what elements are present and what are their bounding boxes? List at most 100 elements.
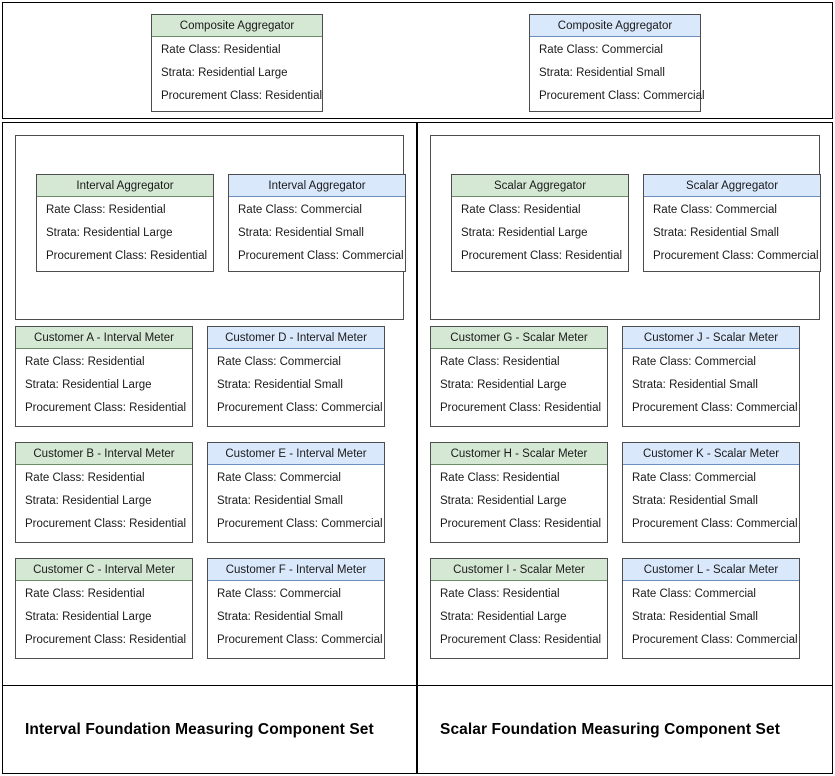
card-attr-rate-class: Rate Class: Residential (25, 472, 145, 484)
card-attr-procurement-class: Procurement Class: Residential (25, 402, 187, 414)
card-attr-procurement-class: Procurement Class: Residential (25, 634, 187, 646)
card-header: Customer C - Interval Meter (16, 559, 192, 581)
customer-meter-card-d[interactable]: Customer D - Interval Meter Rate Class: … (207, 326, 385, 427)
customer-meter-card-k[interactable]: Customer K - Scalar Meter Rate Class: Co… (622, 442, 800, 543)
card-attr-strata: Strata: Residential Small (539, 67, 665, 79)
interval-meters-region: Customer A - Interval Meter Rate Class: … (15, 326, 404, 674)
card-attr-procurement-class: Procurement Class: Commercial (539, 90, 705, 102)
customer-meter-card-i[interactable]: Customer I - Scalar Meter Rate Class: Re… (430, 558, 608, 659)
card-attr-rate-class: Rate Class: Commercial (238, 204, 362, 216)
card-attr-rate-class: Rate Class: Commercial (632, 472, 756, 484)
card-body: Rate Class: Residential Strata: Resident… (431, 465, 607, 538)
card-attr-rate-class: Rate Class: Residential (46, 204, 166, 216)
card-attr-procurement-class: Procurement Class: Commercial (217, 518, 383, 530)
card-header: Customer E - Interval Meter (208, 443, 384, 465)
interval-aggregator-frame: Interval Aggregator Rate Class: Resident… (15, 135, 406, 320)
card-attr-strata: Strata: Residential Small (217, 611, 343, 623)
card-attr-procurement-class: Procurement Class: Residential (440, 402, 602, 414)
card-attr-procurement-class: Procurement Class: Commercial (632, 634, 798, 646)
meter-row: Customer A - Interval Meter Rate Class: … (15, 326, 404, 427)
card-header: Customer K - Scalar Meter (623, 443, 799, 465)
card-attr-strata: Strata: Residential Large (25, 379, 152, 391)
interval-aggregator-commercial-card[interactable]: Interval Aggregator Rate Class: Commerci… (228, 174, 406, 272)
card-attr-strata: Strata: Residential Large (25, 495, 152, 507)
customer-meter-card-a[interactable]: Customer A - Interval Meter Rate Class: … (15, 326, 193, 427)
card-body: Rate Class: Residential Strata: Resident… (452, 197, 628, 270)
customer-meter-card-l[interactable]: Customer L - Scalar Meter Rate Class: Co… (622, 558, 800, 659)
card-body: Rate Class: Residential Strata: Resident… (16, 581, 192, 654)
card-attr-strata: Strata: Residential Small (632, 495, 758, 507)
card-body: Rate Class: Commercial Strata: Residenti… (229, 197, 405, 270)
interval-aggregator-residential-card[interactable]: Interval Aggregator Rate Class: Resident… (36, 174, 214, 272)
customer-meter-card-c[interactable]: Customer C - Interval Meter Rate Class: … (15, 558, 193, 659)
card-attr-rate-class: Rate Class: Commercial (653, 204, 777, 216)
card-attr-strata: Strata: Residential Small (238, 227, 364, 239)
card-attr-rate-class: Rate Class: Residential (161, 44, 281, 56)
card-header: Customer J - Scalar Meter (623, 327, 799, 349)
scalar-set-caption: Scalar Foundation Measuring Component Se… (418, 685, 832, 773)
interval-foundation-set-column: Interval Aggregator Rate Class: Resident… (2, 122, 417, 774)
scalar-aggregator-commercial-card[interactable]: Scalar Aggregator Rate Class: Commercial… (643, 174, 821, 272)
foundation-sets-band: Interval Aggregator Rate Class: Resident… (2, 122, 833, 774)
composite-aggregator-scalar-card[interactable]: Composite Aggregator Rate Class: Commerc… (529, 14, 705, 112)
card-header: Interval Aggregator (37, 175, 213, 197)
card-attr-procurement-class: Procurement Class: Residential (461, 250, 623, 262)
card-attr-procurement-class: Procurement Class: Commercial (632, 518, 798, 530)
card-body: Rate Class: Commercial Strata: Residenti… (208, 465, 384, 538)
customer-meter-card-f[interactable]: Customer F - Interval Meter Rate Class: … (207, 558, 385, 659)
customer-meter-card-j[interactable]: Customer J - Scalar Meter Rate Class: Co… (622, 326, 800, 427)
card-body: Rate Class: Residential Strata: Resident… (16, 465, 192, 538)
meter-row: Customer B - Interval Meter Rate Class: … (15, 442, 404, 543)
scalar-aggregator-row: Scalar Aggregator Rate Class: Residentia… (451, 174, 821, 272)
composite-aggregator-interval-card[interactable]: Composite Aggregator Rate Class: Residen… (151, 14, 323, 112)
card-attr-rate-class: Rate Class: Commercial (217, 356, 341, 368)
scalar-aggregator-residential-card[interactable]: Scalar Aggregator Rate Class: Residentia… (451, 174, 629, 272)
card-attr-procurement-class: Procurement Class: Residential (440, 634, 602, 646)
meter-row: Customer C - Interval Meter Rate Class: … (15, 558, 404, 659)
card-body: Rate Class: Commercial Strata: Residenti… (623, 465, 799, 538)
card-header: Customer G - Scalar Meter (431, 327, 607, 349)
customer-meter-card-e[interactable]: Customer E - Interval Meter Rate Class: … (207, 442, 385, 543)
card-header: Customer B - Interval Meter (16, 443, 192, 465)
card-header: Customer F - Interval Meter (208, 559, 384, 581)
card-body: Rate Class: Residential Strata: Resident… (431, 349, 607, 422)
card-body: Rate Class: Commercial Strata: Residenti… (644, 197, 820, 270)
card-attr-procurement-class: Procurement Class: Commercial (217, 402, 383, 414)
card-attr-procurement-class: Procurement Class: Residential (440, 518, 602, 530)
customer-meter-card-g[interactable]: Customer G - Scalar Meter Rate Class: Re… (430, 326, 608, 427)
card-header: Customer L - Scalar Meter (623, 559, 799, 581)
card-header: Interval Aggregator (229, 175, 405, 197)
scalar-aggregator-frame: Scalar Aggregator Rate Class: Residentia… (430, 135, 821, 320)
card-attr-strata: Strata: Residential Small (632, 379, 758, 391)
card-body: Rate Class: Residential Strata: Resident… (16, 349, 192, 422)
card-body: Rate Class: Residential Strata: Resident… (431, 581, 607, 654)
customer-meter-card-h[interactable]: Customer H - Scalar Meter Rate Class: Re… (430, 442, 608, 543)
card-attr-rate-class: Rate Class: Residential (25, 588, 145, 600)
card-body: Rate Class: Commercial Strata: Residenti… (208, 349, 384, 422)
composite-aggregator-band: Composite Aggregator Rate Class: Residen… (2, 2, 833, 119)
card-attr-rate-class: Rate Class: Commercial (217, 588, 341, 600)
card-attr-procurement-class: Procurement Class: Commercial (632, 402, 798, 414)
card-attr-strata: Strata: Residential Large (440, 495, 567, 507)
card-attr-rate-class: Rate Class: Residential (440, 472, 560, 484)
interval-aggregator-row: Interval Aggregator Rate Class: Resident… (36, 174, 406, 272)
card-attr-procurement-class: Procurement Class: Residential (161, 90, 323, 102)
interval-set-caption: Interval Foundation Measuring Component … (3, 685, 416, 773)
card-attr-strata: Strata: Residential Small (217, 379, 343, 391)
card-header: Composite Aggregator (530, 15, 700, 37)
card-header: Customer H - Scalar Meter (431, 443, 607, 465)
card-attr-strata: Strata: Residential Large (440, 611, 567, 623)
card-header: Scalar Aggregator (452, 175, 628, 197)
scalar-meters-region: Customer G - Scalar Meter Rate Class: Re… (430, 326, 820, 674)
card-body: Rate Class: Commercial Strata: Residenti… (530, 37, 705, 110)
card-attr-procurement-class: Procurement Class: Commercial (653, 250, 819, 262)
card-attr-rate-class: Rate Class: Commercial (217, 472, 341, 484)
card-body: Rate Class: Commercial Strata: Residenti… (208, 581, 384, 654)
card-body: Rate Class: Residential Strata: Resident… (152, 37, 322, 110)
customer-meter-card-b[interactable]: Customer B - Interval Meter Rate Class: … (15, 442, 193, 543)
meter-row: Customer H - Scalar Meter Rate Class: Re… (430, 442, 820, 543)
card-header: Composite Aggregator (152, 15, 322, 37)
card-attr-strata: Strata: Residential Small (653, 227, 779, 239)
card-attr-strata: Strata: Residential Large (25, 611, 152, 623)
